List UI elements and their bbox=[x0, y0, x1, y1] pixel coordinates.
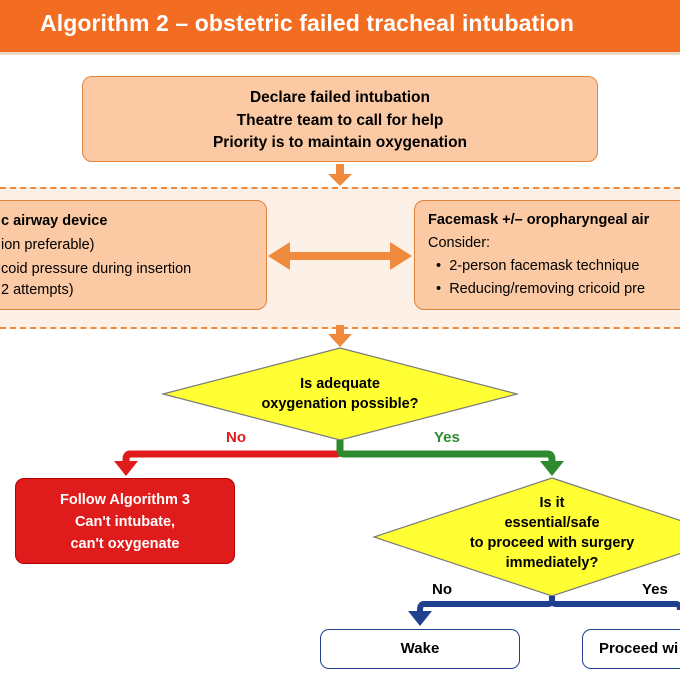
title-bar: Algorithm 2 – obstetric failed tracheal … bbox=[0, 0, 680, 55]
diamond1-line: oxygenation possible? bbox=[261, 396, 418, 412]
facemask-bullet: • 2-person facemask technique bbox=[428, 258, 640, 274]
yes-path-arrow-icon bbox=[336, 440, 564, 476]
facemask-bullet-text: Reducing/removing cricoid pre bbox=[449, 281, 646, 297]
declare-failed-intubation-box: Declare failed intubation Theatre team t… bbox=[82, 76, 598, 162]
proceed-box: Proceed wi bbox=[582, 629, 680, 669]
yes-label: Yes bbox=[642, 581, 668, 598]
wake-box: Wake bbox=[320, 629, 520, 669]
airway-device-line: coid pressure during insertion bbox=[1, 261, 192, 277]
oxygenation-decision-diamond bbox=[160, 347, 520, 441]
wake-path-arrow-icon bbox=[408, 596, 555, 626]
airway-device-heading: c airway device bbox=[1, 213, 108, 229]
diamond2-line: Is it bbox=[540, 495, 565, 511]
top-box-line: Priority is to maintain oxygenation bbox=[212, 134, 468, 151]
no-label: No bbox=[432, 581, 452, 598]
red-box-line: Follow Algorithm 3 bbox=[60, 492, 190, 508]
down-arrow-icon bbox=[328, 325, 352, 347]
facemask-bullet-text: 2-person facemask technique bbox=[449, 258, 640, 274]
diamond2-line: essential/safe bbox=[504, 515, 599, 531]
diamond2-line: to proceed with surgery bbox=[470, 535, 634, 551]
red-box-line: Can't intubate, bbox=[74, 514, 176, 530]
facemask-heading: Facemask +/– oropharyngeal air bbox=[428, 212, 650, 228]
airway-device-box: c airway device ion preferable) coid pre… bbox=[0, 200, 267, 310]
top-box-line: Theatre team to call for help bbox=[236, 111, 444, 129]
red-box-line: can't oxygenate bbox=[70, 536, 180, 552]
down-arrow-icon bbox=[328, 164, 352, 186]
facemask-box: Facemask +/– oropharyngeal air Consider:… bbox=[414, 200, 680, 310]
airway-device-line: ion preferable) bbox=[1, 237, 95, 253]
diamond2-line: immediately? bbox=[506, 555, 599, 571]
diamond1-line: Is adequate bbox=[300, 376, 380, 392]
yes-label: Yes bbox=[434, 429, 460, 446]
facemask-bullet: • Reducing/removing cricoid pre bbox=[428, 281, 646, 297]
top-box-line: Declare failed intubation bbox=[249, 89, 430, 106]
consider-label: Consider: bbox=[428, 235, 491, 251]
airway-device-line: 2 attempts) bbox=[1, 282, 74, 298]
algorithm-title: Algorithm 2 – obstetric failed tracheal … bbox=[40, 10, 575, 36]
double-arrow-icon bbox=[268, 242, 412, 270]
no-label: No bbox=[226, 429, 246, 446]
follow-algorithm-3-box: Follow Algorithm 3 Can't intubate, can't… bbox=[15, 478, 235, 564]
proceed-path-arrow-icon bbox=[549, 596, 680, 611]
